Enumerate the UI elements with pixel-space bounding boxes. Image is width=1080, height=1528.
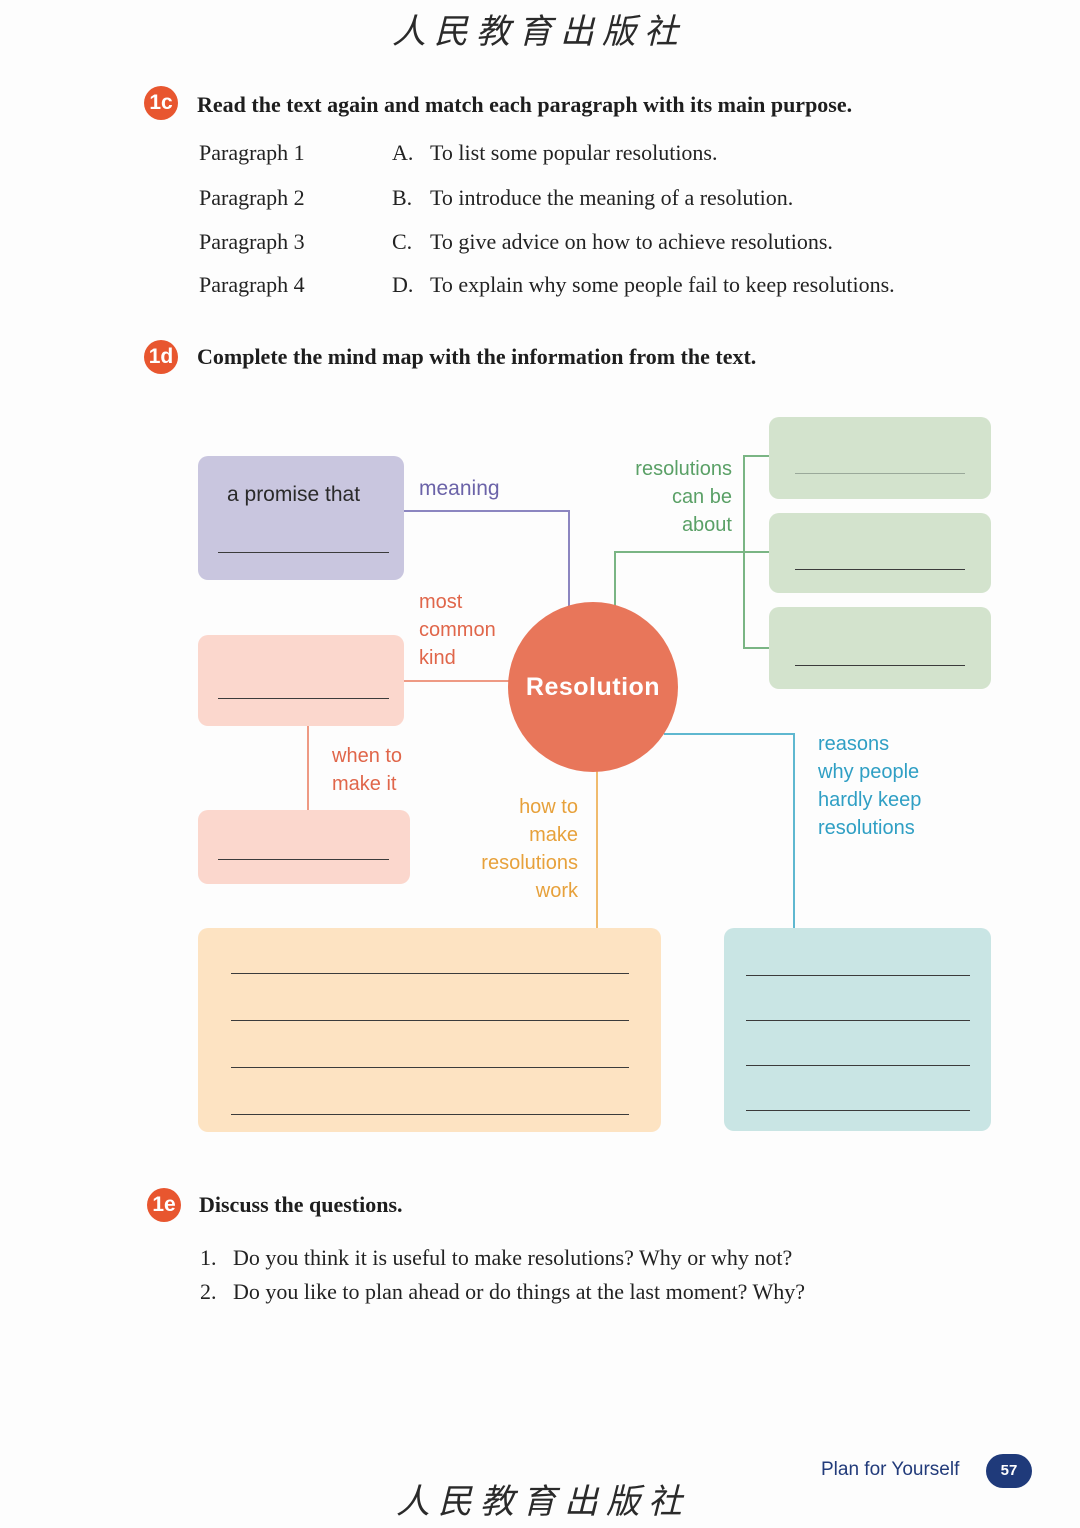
when-blank[interactable] <box>218 859 389 860</box>
how-label: how to make resolutions work <box>440 793 578 905</box>
when-connector <box>307 726 309 810</box>
about-box-1 <box>769 417 991 499</box>
meaning-connector-v <box>568 510 570 606</box>
meaning-connector-h <box>404 510 570 512</box>
center-node-resolution: Resolution <box>508 602 678 772</box>
meaning-blank[interactable] <box>218 552 389 553</box>
common-kind-blank[interactable] <box>218 698 389 699</box>
when-label-line: when to <box>332 745 403 767</box>
how-blank-3[interactable] <box>231 1067 629 1068</box>
how-blank-1[interactable] <box>231 973 629 974</box>
meaning-box-text: a promise that <box>227 483 361 506</box>
paragraph-label-3: Paragraph 3 <box>199 229 305 254</box>
paragraph-label-4: Paragraph 4 <box>199 272 305 297</box>
reasons-label-line: why people <box>818 761 920 783</box>
question-number-1: 1. <box>200 1245 217 1270</box>
about-blank-1[interactable] <box>795 473 965 474</box>
when-box <box>198 810 410 884</box>
about-blank-2[interactable] <box>795 569 965 570</box>
paragraph-label-1: Paragraph 1 <box>199 140 305 165</box>
section-1d-badge: 1d <box>144 340 178 374</box>
how-label-line: how to <box>519 796 578 818</box>
reasons-label-line: reasons <box>818 733 890 755</box>
purpose-text-b: To introduce the meaning of a resolution… <box>430 185 794 210</box>
how-box <box>198 928 661 1132</box>
publisher-watermark-bottom: 人民教育出版社 <box>396 1482 690 1522</box>
publisher-watermark-top: 人民教育出版社 <box>392 12 686 52</box>
meaning-label: meaning <box>419 477 500 500</box>
common-kind-connector <box>404 680 514 682</box>
reasons-blank-3[interactable] <box>746 1065 970 1066</box>
how-blank-2[interactable] <box>231 1020 629 1021</box>
reasons-label-line: hardly keep <box>818 789 922 811</box>
common-kind-label-line: common <box>419 619 496 641</box>
section-1e-badge: 1e <box>147 1188 181 1222</box>
about-label-line: resolutions <box>635 458 732 480</box>
common-kind-label-line: kind <box>419 647 456 669</box>
how-label-line: make <box>529 824 578 846</box>
purpose-letter-c: C. <box>392 229 413 254</box>
reasons-label: reasons why people hardly keep resolutio… <box>818 730 921 842</box>
reasons-blank-4[interactable] <box>746 1110 970 1111</box>
common-kind-label-line: most <box>419 591 463 613</box>
purpose-letter-b: B. <box>392 185 413 210</box>
reasons-blank-2[interactable] <box>746 1020 970 1021</box>
how-label-line: resolutions <box>481 852 578 874</box>
common-kind-box <box>198 635 404 726</box>
purpose-letter-a: A. <box>392 140 414 165</box>
about-label-line: can be <box>671 486 732 508</box>
how-connector <box>596 770 598 928</box>
when-label: when to make it <box>332 742 402 798</box>
common-kind-label: most common kind <box>419 588 496 672</box>
purpose-text-d: To explain why some people fail to keep … <box>430 272 895 297</box>
when-label-line: make it <box>332 773 397 795</box>
about-bracket-top <box>743 455 769 457</box>
page-number-badge: 57 <box>986 1454 1032 1488</box>
question-text-2: Do you like to plan ahead or do things a… <box>233 1279 806 1304</box>
how-blank-4[interactable] <box>231 1114 629 1115</box>
about-label: resolutions can be about <box>571 455 732 539</box>
purpose-letter-d: D. <box>392 272 414 297</box>
about-box-2 <box>769 513 991 593</box>
question-number-2: 2. <box>200 1279 217 1304</box>
about-label-line: about <box>681 514 732 536</box>
section-1c-instruction: Read the text again and match each parag… <box>197 92 853 117</box>
meaning-box: a promise that <box>198 456 404 580</box>
about-connector-h <box>614 551 769 553</box>
reasons-label-line: resolutions <box>818 817 915 839</box>
section-1c-badge: 1c <box>144 86 178 120</box>
paragraph-label-2: Paragraph 2 <box>199 185 305 210</box>
how-label-line: work <box>535 880 578 902</box>
reasons-connector-v <box>793 733 795 928</box>
section-1e-instruction: Discuss the questions. <box>199 1192 403 1217</box>
about-box-3 <box>769 607 991 689</box>
purpose-text-a: To list some popular resolutions. <box>430 140 718 165</box>
section-1d-instruction: Complete the mind map with the informati… <box>197 344 757 369</box>
reasons-connector-h <box>664 733 795 735</box>
about-blank-3[interactable] <box>795 665 965 666</box>
unit-title: Plan for Yourself <box>821 1459 960 1480</box>
reasons-blank-1[interactable] <box>746 975 970 976</box>
about-connector-v <box>614 551 616 606</box>
purpose-text-c: To give advice on how to achieve resolut… <box>430 229 833 254</box>
about-bracket-bottom <box>743 647 769 649</box>
about-bracket-v <box>743 455 745 649</box>
reasons-box <box>724 928 991 1131</box>
question-text-1: Do you think it is useful to make resolu… <box>233 1245 793 1270</box>
